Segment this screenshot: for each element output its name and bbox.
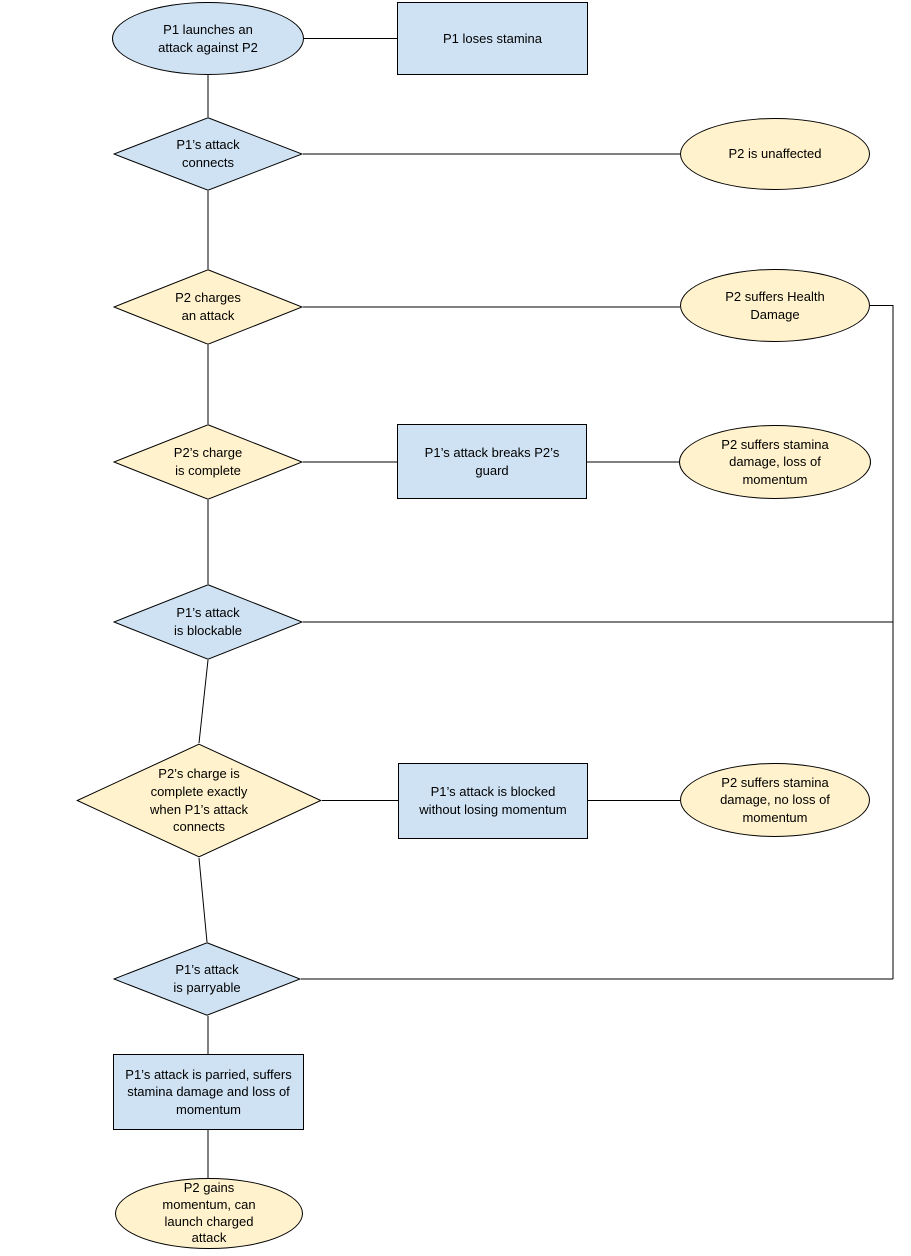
node-p1-attack-blocked: P1’s attack is blocked without losing mo… — [398, 763, 588, 839]
node-label: P2 suffers stamina damage, loss of momen… — [721, 436, 829, 487]
node-label: P2 suffers stamina damage, no loss of mo… — [720, 774, 830, 825]
node-p2-stamina-no-loss: P2 suffers stamina damage, no loss of mo… — [680, 763, 870, 837]
node-label: P1’s attack connects — [176, 137, 240, 170]
node-label: P2 is unaffected — [728, 146, 822, 162]
node-p2-charge-exact: P2’s charge is complete exactly when P1’… — [76, 743, 322, 858]
node-label: P1 launches an attack against P2 — [158, 21, 258, 55]
node-label: P2’s charge is complete — [173, 445, 243, 478]
node-label: P1’s attack breaks P2’s guard — [424, 444, 560, 478]
node-label: P2 suffers Health Damage — [725, 288, 825, 322]
node-p1-attack-parried: P1’s attack is parried, suffers stamina … — [113, 1054, 304, 1130]
diamond-shape — [113, 584, 303, 660]
node-p1-attack-parryable: P1’s attack is parryable — [113, 942, 301, 1016]
node-label: P1’s attack is parryable — [173, 962, 241, 995]
edge-health-damage-right-routing — [870, 305, 894, 979]
diamond-shape — [113, 117, 303, 191]
node-label: P1’s attack is blockable — [174, 605, 242, 638]
node-label: P1’s attack is blocked without losing mo… — [419, 784, 567, 817]
node-p2-charges-attack: P2 charges an attack — [113, 269, 303, 345]
node-p2-gains-momentum: P2 gains momentum, can launch charged at… — [115, 1178, 303, 1249]
node-p1-attack-connects: P1’s attack connects — [113, 117, 303, 191]
edge-exact-charge-parryable — [198, 857, 208, 943]
diamond-shape — [113, 269, 303, 345]
node-label: P1’s attack is parried, suffers stamina … — [125, 1066, 292, 1117]
node-p1-loses-stamina: P1 loses stamina — [397, 2, 588, 75]
node-p2-stamina-loss-momentum: P2 suffers stamina damage, loss of momen… — [679, 425, 871, 499]
node-label: P2’s charge is complete exactly when P1’… — [149, 766, 249, 835]
node-label: P2 gains momentum, can launch charged at… — [162, 1179, 256, 1246]
node-p2-unaffected: P2 is unaffected — [680, 118, 870, 190]
diamond-shape — [76, 743, 322, 858]
node-label: P2 charges an attack — [175, 290, 241, 323]
node-label: P1 loses stamina — [443, 30, 542, 46]
node-p2-charge-complete: P2’s charge is complete — [113, 424, 303, 500]
node-p1-launches-attack: P1 launches an attack against P2 — [112, 2, 304, 75]
node-p2-health-damage: P2 suffers Health Damage — [680, 269, 870, 342]
diamond-shape — [113, 424, 303, 500]
diamond-shape — [113, 942, 301, 1016]
node-p1-breaks-guard: P1’s attack breaks P2’s guard — [397, 424, 587, 499]
node-p1-attack-blockable: P1’s attack is blockable — [113, 584, 303, 660]
edge-blockable-exact-charge — [198, 659, 209, 744]
